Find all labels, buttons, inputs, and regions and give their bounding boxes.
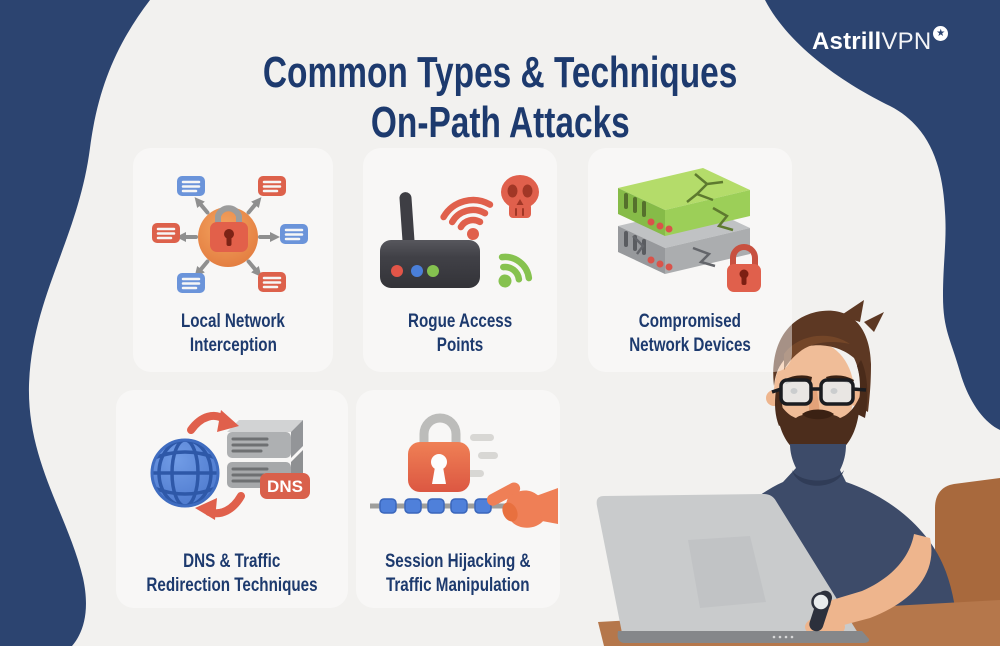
brand-name-light: VPN [881, 28, 932, 55]
card-label-line2: Network Devices [629, 335, 751, 357]
page-title: Common Types & Techniques On-Path Attack… [150, 48, 850, 148]
attack-card-compromised-network-devices: Compromised Network Devices [588, 148, 792, 372]
card-label: DNS & Traffic Redirection Techniques [125, 550, 339, 599]
brand-name-bold: Astrill [812, 28, 882, 55]
right-blob-shape [765, 0, 1000, 430]
card-label: Rogue Access Points [395, 310, 525, 359]
motion-dashes [466, 434, 498, 477]
attack-card-session-hijacking: Session Hijacking & Traffic Manipulation [356, 390, 560, 608]
card-label-line1: DNS & Traffic [183, 551, 281, 572]
card-label-line1: Local Network [181, 311, 285, 332]
pointing-hand-icon [486, 482, 558, 528]
card-label-line2: Interception [189, 335, 277, 357]
card-label: Compromised Network Devices [614, 310, 766, 359]
rogue-access-point-icon [380, 175, 539, 288]
dns-badge-text: DNS [267, 477, 303, 496]
glasses-icon [771, 378, 867, 406]
attack-card-local-network-interception: Local Network Interception [133, 148, 333, 372]
cracked-servers-icon [618, 168, 761, 292]
man-at-laptop-illustration [596, 300, 1000, 646]
card-label-line2: Redirection Techniques [146, 575, 318, 597]
central-padlock-icon [198, 205, 258, 267]
session-padlock-icon [408, 413, 470, 492]
green-wifi-icon [498, 253, 533, 288]
dns-server-stack [227, 420, 303, 488]
dns-badge: DNS [260, 473, 310, 499]
attack-card-dns-traffic-redirection: DNS DNS & Traffic Redirection Techniques [116, 390, 348, 608]
card-label-line1: Session Hijacking & [385, 551, 531, 572]
session-hijack-icon [370, 413, 558, 528]
laptop [596, 494, 858, 633]
brand-badge-star-icon: ★ [933, 26, 949, 41]
rogue-wifi-skull-icon [440, 175, 539, 240]
page-title-line1: Common Types & Techniques [262, 48, 738, 97]
card-label: Session Hijacking & Traffic Manipulation [367, 550, 549, 599]
wrist-watch [809, 590, 833, 632]
card-label: Local Network Interception [168, 310, 298, 359]
left-blob-shape [0, 0, 150, 646]
brand-logo: AstrillVPN★ [812, 26, 949, 56]
session-token-chain [370, 498, 508, 514]
card-label-line2: Traffic Manipulation [386, 575, 530, 597]
dns-redirect-icon: DNS [150, 410, 310, 520]
card-label-line2: Points [436, 335, 484, 357]
router-body [380, 192, 480, 288]
network-node-boxes [152, 176, 308, 293]
green-server-slab [618, 168, 750, 236]
page-title-line2: On-Path Attacks [370, 98, 630, 148]
card-label-line1: Compromised [638, 311, 742, 332]
network-interception-icon [152, 176, 308, 293]
globe-icon [150, 438, 220, 508]
laptop-base [617, 631, 870, 643]
attack-card-rogue-access-points: Rogue Access Points [363, 148, 557, 372]
redirect-arrows [187, 410, 245, 520]
card-label-line1: Rogue Access [407, 311, 513, 332]
red-padlock-icon [727, 244, 761, 292]
